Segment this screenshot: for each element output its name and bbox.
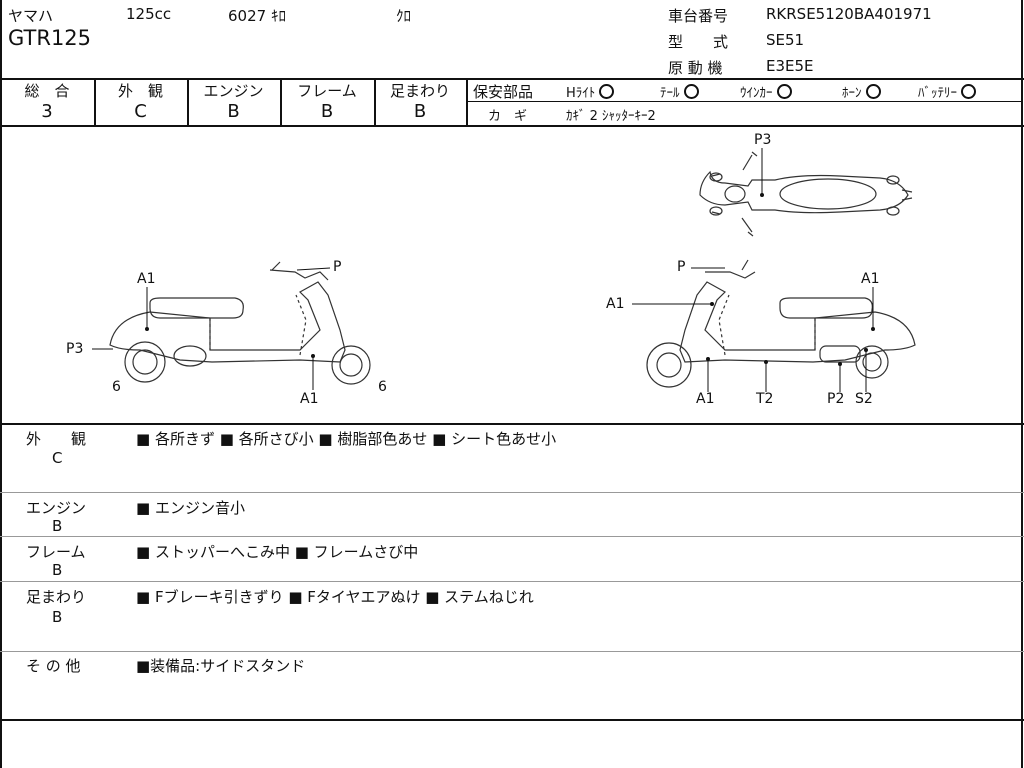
frame-number-value: RKRSE5120BA401971 — [766, 5, 932, 23]
grade-col-3 — [280, 78, 282, 126]
section-other-notes: ■装備品:サイドスタンド — [136, 657, 306, 675]
leader-dots — [145, 193, 875, 366]
section-suspension-title: 足まわり — [26, 588, 87, 606]
header-mileage: 6027 ｷﾛ — [228, 7, 286, 25]
diag-right-p: P — [677, 259, 686, 275]
ok-circle-icon — [683, 84, 699, 99]
diag-right-t2: T2 — [756, 391, 774, 407]
divider-safety-mid — [467, 101, 1023, 102]
safety-battery-label: ﾊﾞｯﾃﾘｰ — [918, 86, 957, 101]
divider-sec-4 — [0, 651, 1024, 652]
diag-right-p2: P2 — [827, 391, 845, 407]
leader-lines — [92, 148, 874, 392]
key-label: カ ギ — [488, 109, 528, 124]
diag-left-a1b: A1 — [300, 391, 319, 407]
diag-right-a1a: A1 — [606, 296, 625, 312]
type-value: SE51 — [766, 31, 805, 49]
grade-overall-value: 3 — [41, 101, 53, 122]
grade-col-1 — [94, 78, 96, 126]
safety-label: 保安部品 — [473, 83, 534, 101]
section-engine-notes: ■ エンジン音小 — [136, 499, 245, 517]
safety-winker: ｳｲﾝｶｰ — [740, 82, 792, 101]
grade-col-2 — [187, 78, 189, 126]
grade-frame-value: B — [320, 101, 334, 122]
grade-engine-value: B — [227, 101, 240, 122]
diag-left-6a: 6 — [112, 379, 121, 395]
section-suspension-grade: B — [52, 608, 63, 626]
engine-model-value: E3E5E — [766, 57, 814, 75]
safety-battery: ﾊﾞｯﾃﾘｰ — [918, 82, 976, 101]
key-value: ｶｷﾞ 2 ｼｬｯﾀｰｷｰ2 — [566, 109, 656, 124]
diag-top-p3: P3 — [754, 132, 772, 148]
diag-right-s2: S2 — [855, 391, 873, 407]
scooter-left-view — [109, 261, 371, 385]
safety-tail-label: ﾃｰﾙ — [660, 86, 680, 101]
section-exterior-title: 外 観 — [26, 430, 87, 448]
section-exterior-notes: ■ 各所きず ■ 各所さび小 ■ 樹脂部色あせ ■ シート色あせ小 — [136, 430, 557, 448]
grade-overall-label: 総 合 — [24, 82, 70, 100]
safety-winker-label: ｳｲﾝｶｰ — [740, 86, 773, 101]
diag-left-6b: 6 — [378, 379, 387, 395]
divider-diagram-bottom — [0, 423, 1024, 425]
grade-suspension-label: 足まわり — [389, 82, 450, 100]
header-displacement: 125cc — [126, 5, 172, 23]
diag-right-a1c: A1 — [696, 391, 715, 407]
right-border — [1021, 0, 1023, 768]
grade-suspension-value: B — [413, 101, 427, 122]
safety-horn: ﾎｰﾝ — [842, 82, 881, 101]
header-maker: ヤマハ — [8, 7, 54, 25]
grade-col-4 — [374, 78, 376, 126]
ok-circle-icon — [865, 84, 881, 99]
diag-left-a1: A1 — [137, 271, 156, 287]
ok-circle-icon — [961, 84, 976, 99]
divider-grades-bottom — [0, 125, 1024, 127]
frame-number-label: 車台番号 — [668, 7, 729, 25]
scooter-top-view — [699, 151, 913, 237]
safety-horn-label: ﾎｰﾝ — [842, 86, 862, 101]
diag-left-p3: P3 — [66, 341, 84, 357]
grade-col-5 — [466, 78, 468, 126]
scooter-right-view — [646, 259, 916, 388]
grade-engine-label: エンジン — [203, 82, 264, 100]
grade-frame-label: フレーム — [297, 82, 357, 100]
divider-bottom — [0, 719, 1024, 721]
ok-circle-icon — [776, 84, 792, 99]
section-other-title: そ の 他 — [26, 657, 81, 675]
divider-header — [0, 78, 1024, 80]
divider-sec-2 — [0, 536, 1024, 537]
engine-model-label: 原 動 機 — [668, 59, 723, 77]
type-label: 型 式 — [668, 33, 729, 51]
section-frame-notes: ■ ストッパーへこみ中 ■ フレームさび中 — [136, 543, 419, 561]
grade-exterior-label: 外 観 — [117, 82, 163, 100]
section-frame-grade: B — [52, 561, 63, 579]
diag-left-p: P — [333, 259, 342, 275]
header-color: ｸﾛ — [396, 7, 412, 25]
section-engine-grade: B — [52, 517, 63, 535]
section-exterior-grade: C — [52, 449, 63, 467]
model-name: GTR125 — [8, 26, 92, 50]
diag-right-a1b: A1 — [861, 271, 880, 287]
ok-circle-icon — [599, 84, 615, 99]
safety-headlight: Hﾗｲﾄ — [566, 82, 615, 101]
section-frame-title: フレーム — [26, 543, 86, 561]
grade-exterior-value: C — [134, 101, 147, 122]
divider-sec-1 — [0, 492, 1024, 493]
section-suspension-notes: ■ Fブレーキ引きずり ■ Fタイヤエアぬけ ■ ステムねじれ — [136, 588, 534, 606]
left-border — [0, 0, 2, 768]
safety-headlight-label: Hﾗｲﾄ — [566, 86, 596, 101]
section-engine-title: エンジン — [26, 499, 87, 517]
divider-sec-3 — [0, 581, 1024, 582]
safety-tail: ﾃｰﾙ — [660, 82, 699, 101]
